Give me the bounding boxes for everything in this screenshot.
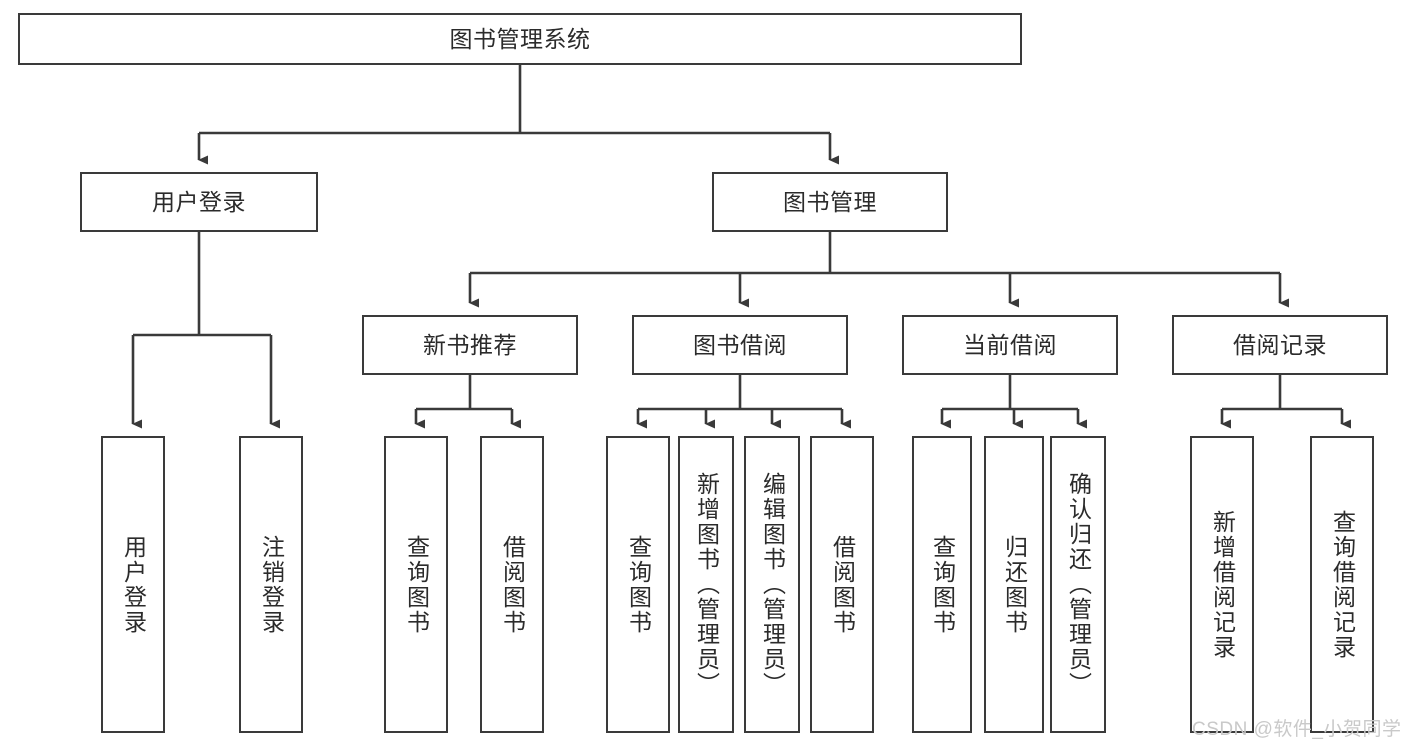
node-label: 借阅图书 (829, 534, 856, 635)
node-label: 图书管理系统 (449, 25, 591, 52)
node-leaf-3[interactable]: 借阅图书 (480, 436, 544, 733)
node-label: 借阅记录 (1233, 331, 1327, 358)
node-label: 新增借阅记录 (1209, 509, 1236, 660)
node-leaf-12[interactable]: 查询借阅记录 (1310, 436, 1374, 733)
node-level3-0[interactable]: 新书推荐 (362, 315, 578, 375)
node-label: 当前借阅 (963, 331, 1057, 358)
node-label: 查询图书 (929, 534, 956, 635)
node-level3-3[interactable]: 借阅记录 (1172, 315, 1388, 375)
node-root[interactable]: 图书管理系统 (18, 13, 1022, 65)
node-leaf-7[interactable]: 借阅图书 (810, 436, 874, 733)
node-label: 查询图书 (403, 534, 430, 635)
node-leaf-1[interactable]: 注销登录 (239, 436, 303, 733)
node-label: 确认归还（管理员） (1065, 472, 1092, 697)
node-label: 编辑图书（管理员） (759, 472, 786, 697)
node-level2-0[interactable]: 用户登录 (80, 172, 318, 232)
node-leaf-8[interactable]: 查询图书 (912, 436, 972, 733)
node-leaf-6[interactable]: 编辑图书（管理员） (744, 436, 800, 733)
node-level3-2[interactable]: 当前借阅 (902, 315, 1118, 375)
node-label: 注销登录 (258, 534, 285, 635)
node-leaf-2[interactable]: 查询图书 (384, 436, 448, 733)
node-label: 借阅图书 (499, 534, 526, 635)
node-leaf-9[interactable]: 归还图书 (984, 436, 1044, 733)
node-leaf-10[interactable]: 确认归还（管理员） (1050, 436, 1106, 733)
node-leaf-11[interactable]: 新增借阅记录 (1190, 436, 1254, 733)
node-label: 图书借阅 (693, 331, 787, 358)
node-label: 归还图书 (1001, 534, 1028, 635)
node-label: 新增图书（管理员） (693, 472, 720, 697)
node-label: 用户登录 (152, 188, 246, 215)
node-leaf-0[interactable]: 用户登录 (101, 436, 165, 733)
node-label: 图书管理 (783, 188, 877, 215)
node-label: 查询借阅记录 (1329, 509, 1356, 660)
node-leaf-5[interactable]: 新增图书（管理员） (678, 436, 734, 733)
node-leaf-4[interactable]: 查询图书 (606, 436, 670, 733)
node-label: 查询图书 (625, 534, 652, 635)
node-label: 用户登录 (120, 534, 147, 635)
node-level2-1[interactable]: 图书管理 (712, 172, 948, 232)
node-level3-1[interactable]: 图书借阅 (632, 315, 848, 375)
node-label: 新书推荐 (423, 331, 517, 358)
